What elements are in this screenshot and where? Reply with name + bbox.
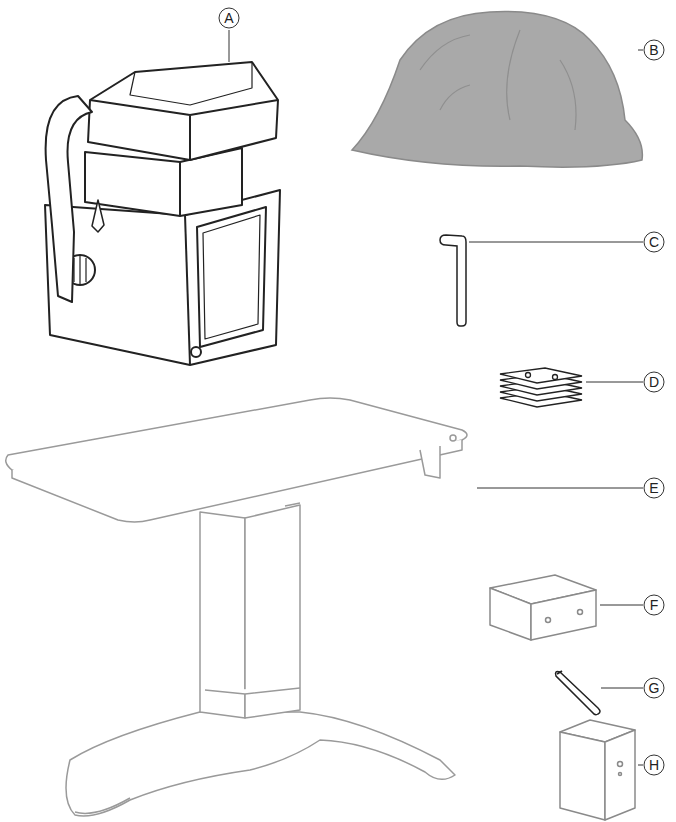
callout-letter: A	[224, 11, 233, 25]
hex-key	[440, 235, 466, 326]
callout-circle: F	[643, 594, 665, 616]
callout-letter: F	[650, 598, 659, 612]
callout-circle: G	[643, 677, 665, 699]
callout-letter: B	[649, 43, 658, 57]
pin-tip	[557, 671, 562, 674]
callout-circle: C	[643, 231, 665, 253]
instrument	[45, 62, 280, 365]
callout-letter: D	[649, 375, 659, 389]
callout-circle: H	[643, 754, 665, 776]
cover-fold	[420, 30, 576, 130]
power-supply	[560, 720, 635, 820]
callout-letter: C	[649, 235, 659, 249]
callout-letter: G	[649, 681, 660, 695]
callout-circle: D	[643, 371, 665, 393]
callout-letter: E	[649, 481, 658, 495]
cover	[352, 12, 642, 168]
callout-circle: E	[643, 477, 665, 499]
control-box	[490, 575, 596, 640]
callout-circle: A	[218, 7, 240, 29]
pin	[556, 672, 601, 715]
table	[6, 398, 467, 816]
callout-circle: B	[643, 39, 665, 61]
shims	[500, 368, 582, 407]
callout-letter: H	[649, 758, 659, 772]
leader-lines	[229, 30, 643, 765]
